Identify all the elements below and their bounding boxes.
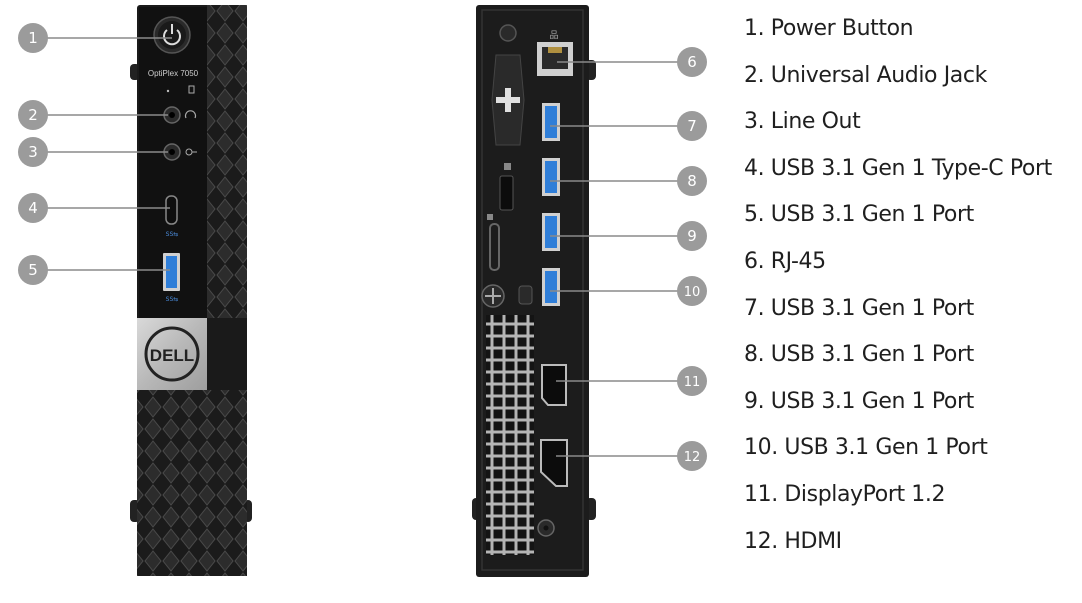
usb-ss-logo: SS⇆ (166, 231, 179, 238)
front-mesh-bottom (137, 390, 247, 576)
legend-item-universal-audio-jack: 2. Universal Audio Jack (744, 62, 987, 88)
back-usb-port-7[interactable] (542, 103, 560, 141)
usb-type-c-port[interactable] (165, 195, 178, 225)
front-mesh-side (207, 5, 247, 318)
power-button[interactable] (153, 16, 191, 54)
logo-plate (137, 318, 207, 390)
svg-text:3: 3 (28, 143, 38, 161)
back-usb-port-8[interactable] (542, 158, 560, 196)
back-vent-grid (486, 315, 534, 555)
svg-text:8: 8 (687, 172, 697, 190)
universal-audio-jack[interactable] (163, 106, 181, 124)
headset-icon (184, 110, 197, 119)
callout-3: 3 (18, 137, 48, 167)
front-usb-port[interactable] (163, 253, 180, 291)
thumbscrew[interactable] (481, 284, 505, 308)
legend-item-usb-7: 7. USB 3.1 Gen 1 Port (744, 295, 974, 321)
legend-item-displayport: 11. DisplayPort 1.2 (744, 481, 946, 507)
back-usb-port-10[interactable] (542, 268, 560, 306)
latch (518, 285, 533, 305)
callout-8: 8 (677, 166, 707, 196)
legend-item-hdmi: 12. HDMI (744, 528, 842, 554)
model-label: OptiPlex 7050 (148, 69, 199, 78)
security-slot[interactable] (499, 175, 514, 211)
network-icon: 品 (549, 30, 558, 41)
callout-1: 1 (18, 23, 48, 53)
svg-text:7: 7 (687, 117, 697, 135)
plus-icon (496, 88, 520, 112)
callout-12: 12 (677, 441, 707, 471)
legend-item-line-out: 3. Line Out (744, 109, 861, 135)
callout-2: 2 (18, 100, 48, 130)
legend-item-usb-9: 9. USB 3.1 Gen 1 Port (744, 388, 974, 414)
callout-7: 7 (677, 111, 707, 141)
svg-text:11: 11 (684, 375, 701, 390)
power-icon (163, 24, 181, 46)
dell-logo: DELL (144, 326, 200, 382)
svg-text:1: 1 (28, 29, 38, 47)
displayport-port[interactable] (541, 364, 567, 406)
lock-icon (487, 214, 493, 220)
svg-text:5: 5 (28, 261, 38, 279)
back-usb-port-9[interactable] (542, 213, 560, 251)
line-out-icon (185, 148, 197, 156)
hdmi-port[interactable] (540, 439, 568, 487)
power-in-pin (543, 525, 549, 531)
front-view: OptiPlex 7050 SS⇆ SS⇆ DELL (130, 5, 252, 576)
back-inner-frame (481, 9, 584, 571)
svg-text:4: 4 (28, 199, 38, 217)
drive-activity-led (166, 89, 170, 93)
rj45-port[interactable] (537, 42, 573, 76)
legend-item-usb-8: 8. USB 3.1 Gen 1 Port (744, 342, 974, 368)
legend-item-usb-10: 10. USB 3.1 Gen 1 Port (744, 435, 988, 461)
legend-item-usb-front: 5. USB 3.1 Gen 1 Port (744, 202, 974, 228)
usb-ss-logo: SS⇆ (166, 296, 179, 303)
callout-11: 11 (677, 366, 707, 396)
svg-text:DELL: DELL (150, 346, 194, 365)
svg-text:2: 2 (28, 106, 38, 124)
svg-text:9: 9 (687, 227, 697, 245)
legend-item-rj45: 6. RJ-45 (744, 248, 826, 274)
legend-item-usb-type-c: 4. USB 3.1 Gen 1 Type-C Port (744, 155, 1052, 181)
lock-icon (504, 163, 511, 170)
callout-6: 6 (677, 47, 707, 77)
port-legend: 1. Power Button 2. Universal Audio Jack … (744, 12, 1080, 571)
callout-10: 10 (677, 276, 707, 306)
svg-text:6: 6 (687, 53, 697, 71)
legend-item-power-button: 1. Power Button (744, 16, 914, 41)
callout-leaders (46, 37, 678, 457)
callout-5: 5 (18, 255, 48, 285)
callout-9: 9 (677, 221, 707, 251)
padlock-ring[interactable] (489, 223, 500, 271)
drive-icon (188, 85, 195, 94)
callout-4: 4 (18, 193, 48, 223)
antenna-screw (499, 24, 517, 42)
back-view: 品 (472, 5, 596, 577)
callout-badges: 1 2 3 4 5 6 7 8 9 10 11 12 (18, 23, 707, 471)
svg-text:10: 10 (684, 285, 701, 300)
svg-text:12: 12 (684, 450, 701, 465)
